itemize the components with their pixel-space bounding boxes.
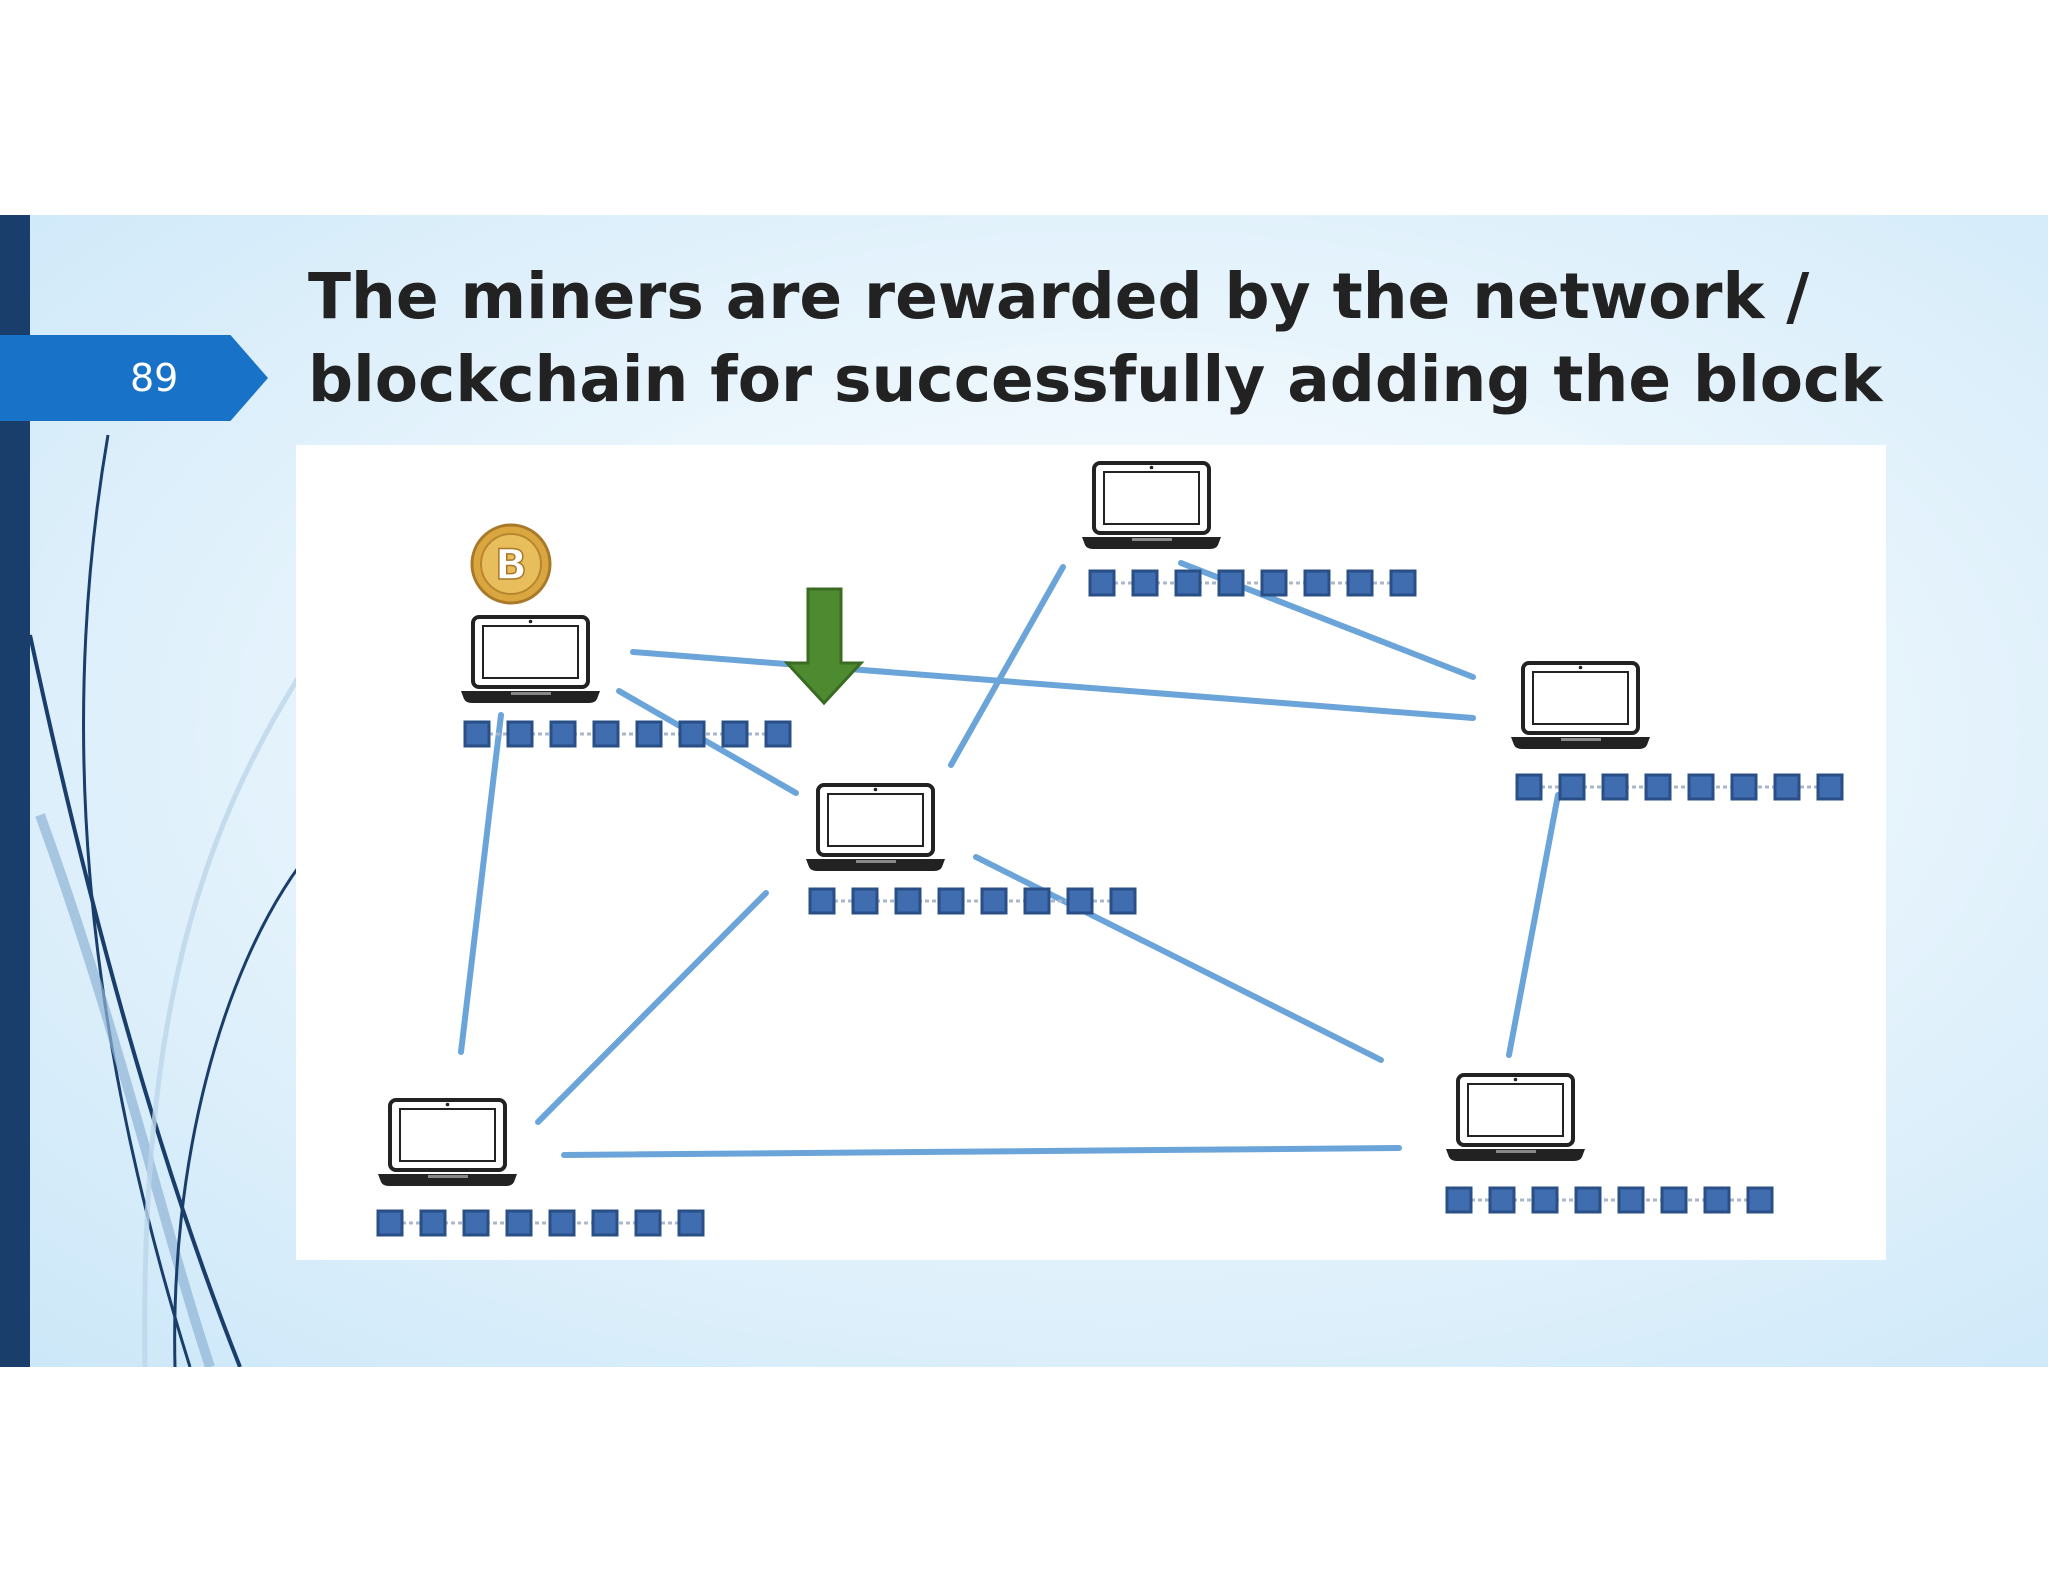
connection-line: [973, 854, 1384, 1063]
laptop-right-icon: [1509, 661, 1652, 751]
bitcoin-coin-icon: B: [470, 523, 552, 605]
blockchain-right: [1515, 773, 1844, 801]
page-number: 89: [130, 356, 179, 400]
decorative-curves: [28, 434, 303, 1367]
connection-line: [630, 649, 1476, 721]
slide: 89 The miners are rewarded by the networ…: [0, 215, 2048, 1367]
connection-line: [1506, 792, 1561, 1058]
laptop-miner-icon: [459, 615, 602, 705]
page-number-tab: [0, 335, 268, 421]
laptop-center-icon: [804, 783, 947, 873]
laptop-bottom-left-icon: [376, 1098, 519, 1188]
laptop-top-icon: [1080, 461, 1223, 551]
slide-title: The miners are rewarded by the network /…: [308, 255, 2008, 421]
network-diagram: B: [296, 445, 1886, 1260]
connection-line: [535, 890, 769, 1125]
slide-title-line-2: blockchain for successfully adding the b…: [308, 343, 1883, 416]
blockchain-miner: [463, 720, 792, 748]
slide-title-line-1: The miners are rewarded by the network /: [308, 260, 1810, 333]
bitcoin-symbol: B: [495, 540, 527, 589]
connection-line: [616, 688, 799, 796]
down-arrow-icon: [783, 587, 865, 706]
connection-line: [458, 712, 504, 1055]
laptop-bottom-right-icon: [1444, 1073, 1587, 1163]
network-connections: [458, 560, 1561, 1158]
blockchain-center: [808, 887, 1137, 915]
network-diagram-canvas: B: [376, 461, 1844, 1237]
connection-line: [948, 564, 1066, 768]
connection-line: [561, 1145, 1402, 1158]
blockchain-bottom-left: [376, 1209, 705, 1237]
blockchain-bottom-right: [1445, 1186, 1774, 1214]
